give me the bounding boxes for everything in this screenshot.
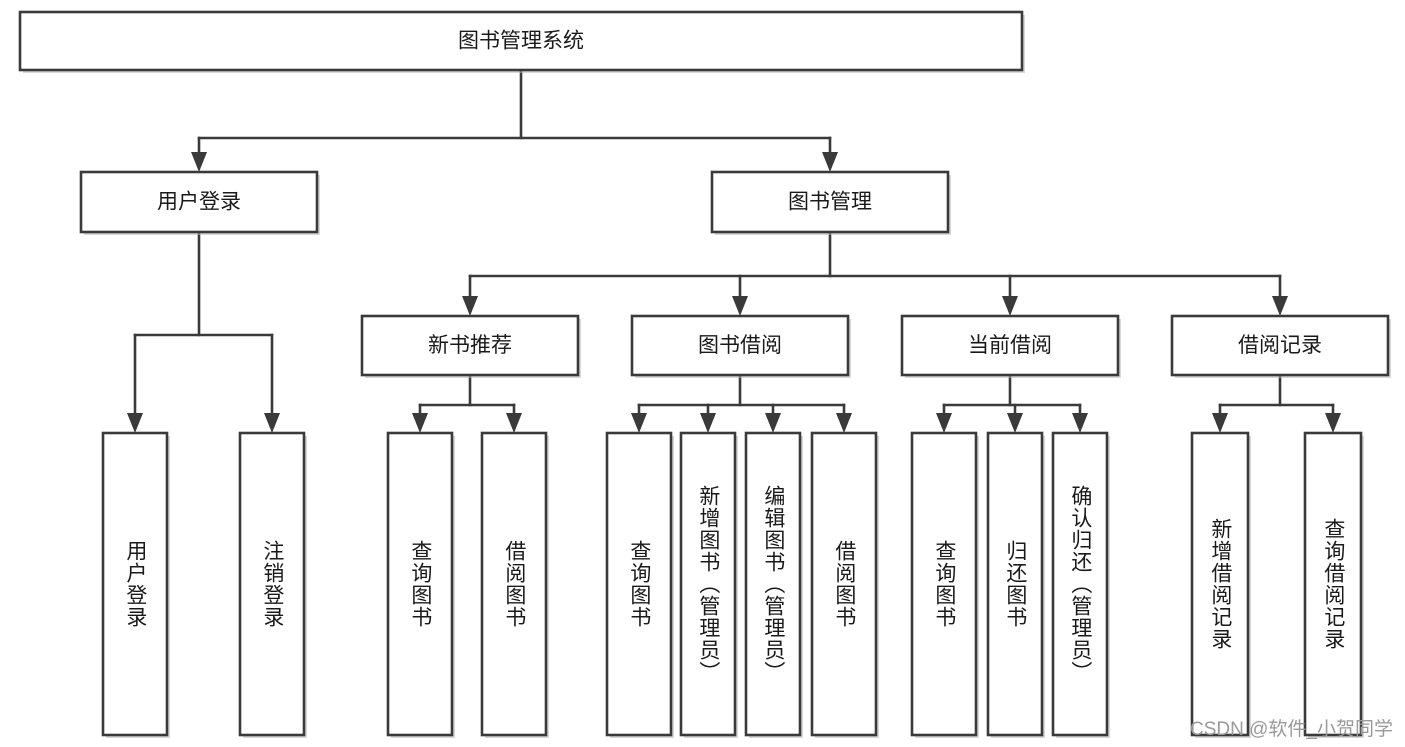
node-level3-0[interactable] [360,314,581,378]
node-label: 新书推荐 [428,334,512,357]
node-leaf-2[interactable] [386,431,455,738]
arrow-head-icon [765,413,781,433]
arrow-head-icon [412,413,428,433]
arrow-head-icon [506,413,522,433]
node-label: 图书借阅 [698,334,782,357]
arrow-head-icon [127,413,143,433]
node-level2-1[interactable] [710,170,951,235]
node-label: 图书管理 [788,191,872,214]
arrow-head-icon [936,413,952,433]
node-rect[interactable] [1170,314,1390,377]
node-rect[interactable] [480,431,548,737]
node-rect[interactable] [1190,431,1250,737]
node-leaf-0[interactable] [101,431,170,738]
arrow-head-icon [822,152,838,172]
node-rect[interactable] [605,431,673,737]
node-rect[interactable] [986,431,1044,737]
node-leaf-9[interactable] [986,431,1045,738]
node-rect[interactable] [238,431,306,737]
node-rect[interactable] [386,431,454,737]
node-level3-2[interactable] [900,314,1121,378]
node-label: 图书管理系统 [458,30,584,53]
node-leaf-1[interactable] [238,431,307,738]
watermark-text: CSDN @软件_小贺同学 [1190,719,1393,740]
node-label: 当前借阅 [968,334,1052,357]
node-leaf-8[interactable] [910,431,979,738]
node-leaf-11[interactable] [1190,431,1251,738]
arrow-head-icon [1325,413,1341,433]
arrow-head-icon [191,152,207,172]
node-rect[interactable] [744,431,802,737]
arrow-head-icon [700,413,716,433]
node-leaf-4[interactable] [605,431,674,738]
node-rect[interactable] [79,170,319,234]
node-rect[interactable] [101,431,169,737]
arrow-head-icon [1072,413,1088,433]
node-rect[interactable] [900,314,1120,377]
connector-layer [127,68,1341,433]
node-box-layer [18,10,1391,738]
arrow-head-icon [1272,296,1288,316]
node-leaf-6[interactable] [744,431,803,738]
node-rect[interactable] [679,431,737,737]
node-level2-0[interactable] [79,170,320,235]
node-rect[interactable] [1303,431,1363,737]
node-level3-1[interactable] [630,314,851,378]
node-label: 借阅记录 [1238,334,1322,357]
node-leaf-7[interactable] [810,431,879,738]
node-root-0[interactable] [18,10,1025,73]
arrow-head-icon [1002,296,1018,316]
node-rect[interactable] [810,431,878,737]
arrow-head-icon [264,413,280,433]
node-rect[interactable] [18,10,1024,72]
node-rect[interactable] [910,431,978,737]
arrow-head-icon [1212,413,1228,433]
node-label: 用户登录 [157,191,241,214]
arrow-head-icon [631,413,647,433]
node-rect[interactable] [710,170,950,234]
arrow-head-icon [836,413,852,433]
arrow-head-icon [462,296,478,316]
node-rect[interactable] [1051,431,1109,737]
node-level3-3[interactable] [1170,314,1391,378]
node-leaf-10[interactable] [1051,431,1110,738]
node-rect[interactable] [630,314,850,377]
node-leaf-5[interactable] [679,431,738,738]
arrow-head-icon [1007,413,1023,433]
node-leaf-3[interactable] [480,431,549,738]
node-leaf-12[interactable] [1303,431,1364,738]
arrow-head-icon [732,296,748,316]
node-rect[interactable] [360,314,580,377]
